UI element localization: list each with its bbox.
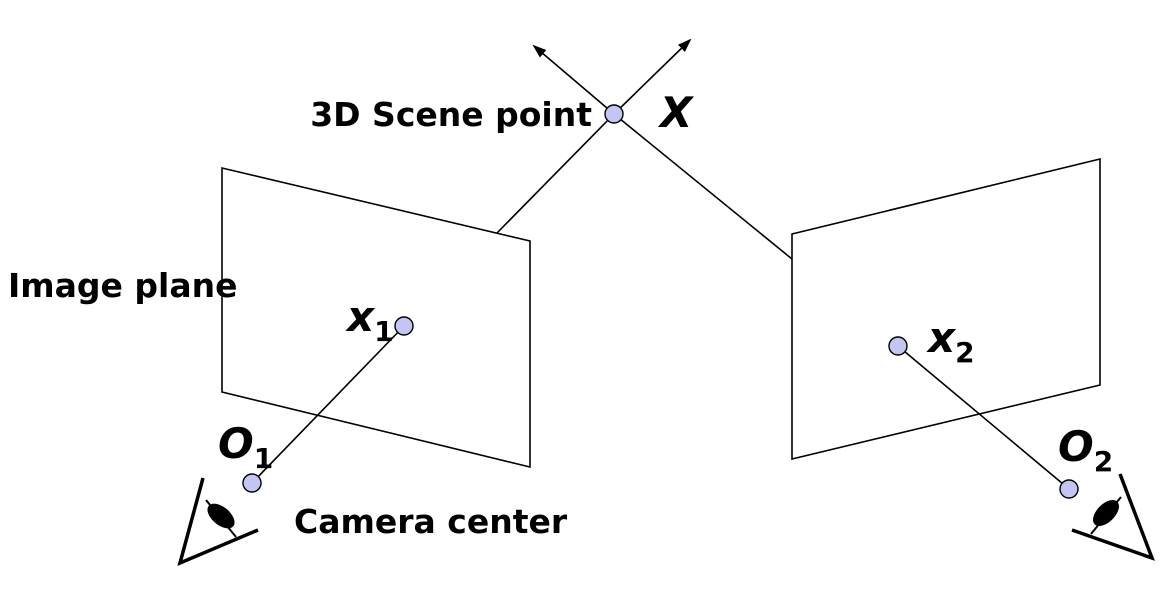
left-image-plane — [221, 166, 531, 469]
ray-right-upper — [613, 113, 793, 260]
x2-label-base: x — [926, 313, 957, 362]
scene-point-X — [604, 104, 624, 124]
o2-label: O2 — [1058, 422, 1113, 478]
camera-center-o1 — [242, 473, 262, 493]
ray-right-arrow — [613, 38, 692, 115]
image-point-x1 — [394, 316, 414, 336]
o1-label-base: O — [218, 419, 254, 468]
ray-left-upper — [496, 113, 615, 234]
x1-label-sub: 1 — [374, 315, 393, 348]
scene-point-label: 3D Scene point — [310, 95, 592, 134]
o1-label-sub: 1 — [254, 442, 273, 475]
o1-label: O1 — [218, 419, 273, 475]
x1-label-base: x — [345, 292, 376, 341]
right-image-plane — [791, 157, 1101, 461]
x2-label-sub: 2 — [955, 336, 974, 369]
image-plane-label: Image plane — [8, 266, 238, 305]
o2-label-base: O — [1058, 422, 1094, 471]
x2-label: x2 — [926, 313, 975, 369]
o2-label-sub: 2 — [1094, 445, 1113, 478]
ray-x2-to-o2 — [897, 345, 1070, 490]
ray-left-arrow — [532, 44, 615, 115]
camera-center-o2 — [1059, 479, 1079, 499]
camera-center-label: Camera center — [294, 502, 568, 541]
ray-x1-to-o1 — [251, 325, 405, 484]
left-eye-icon — [177, 477, 259, 567]
x1-label: x1 — [345, 292, 394, 348]
X-label: X — [657, 88, 695, 137]
image-point-x2 — [888, 336, 908, 356]
right-eye-icon — [1071, 473, 1155, 561]
